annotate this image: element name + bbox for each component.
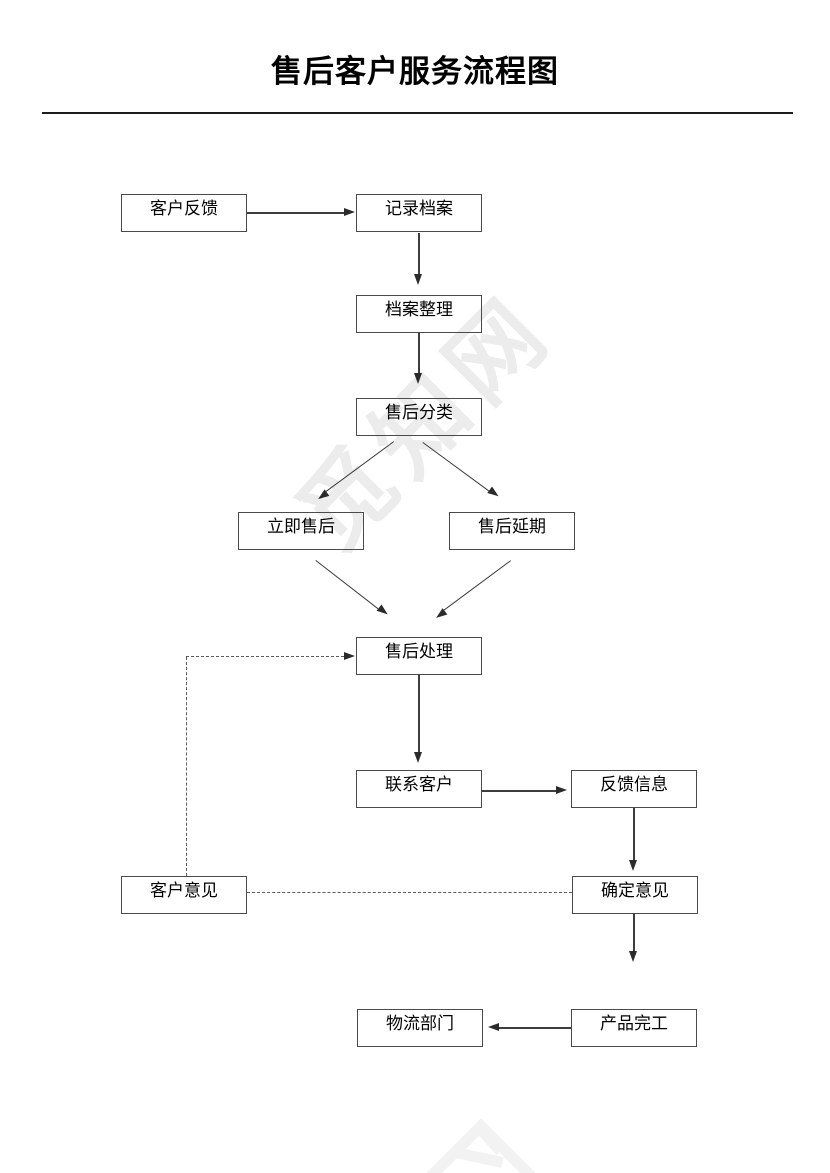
arrowhead: [344, 652, 355, 660]
flow-node-aftersales-deferral: 售后延期: [449, 512, 575, 550]
connector-immediate-to-processing: [315, 560, 390, 618]
arrowhead: [488, 1023, 499, 1031]
arrowhead: [414, 752, 422, 763]
flow-node-aftersales-classification: 售后分类: [356, 398, 482, 436]
dashed-connector-opinion-to-processing: [186, 656, 344, 657]
connector-confirm-down: [633, 913, 635, 951]
connector-processing-to-contact: [418, 675, 420, 752]
arrowhead: [344, 208, 355, 216]
connector-deferral-to-processing: [433, 560, 511, 621]
arrowhead: [556, 786, 567, 794]
page-title: 售后客户服务流程图: [271, 54, 559, 89]
flow-node-feedback-info: 反馈信息: [571, 770, 697, 808]
arrowhead: [629, 951, 637, 962]
flow-node-confirm-opinion: 确定意见: [572, 876, 698, 914]
connector-record-to-sorting: [418, 233, 420, 274]
dashed-connector-opinion-up: [186, 657, 187, 876]
connector-sorting-to-classification: [418, 333, 420, 373]
connector-contact-to-feedbackinfo: [482, 790, 556, 792]
connector-feedbackinfo-to-confirm: [633, 808, 635, 860]
dashed-connector-opinion-to-confirm: [247, 892, 572, 893]
flow-node-contact-customer: 联系客户: [356, 770, 482, 808]
flow-node-archive-sorting: 档案整理: [356, 295, 482, 333]
arrowhead: [376, 604, 390, 618]
arrowhead: [433, 607, 448, 621]
arrowhead: [414, 373, 422, 384]
flow-node-product-completion: 产品完工: [571, 1009, 697, 1047]
connector-feedback-to-record: [247, 212, 344, 214]
connector-completion-to-logistics: [499, 1027, 571, 1029]
flow-node-record-archive: 记录档案: [356, 194, 482, 232]
title-divider: [42, 112, 793, 115]
flow-node-aftersales-processing: 售后处理: [356, 637, 482, 675]
arrowhead: [487, 486, 501, 500]
arrowhead: [629, 860, 637, 871]
flow-node-customer-opinion: 客户意见: [121, 876, 247, 914]
flow-node-logistics-department: 物流部门: [357, 1009, 483, 1047]
arrowhead: [414, 274, 422, 285]
flow-node-customer-feedback: 客户反馈: [121, 194, 247, 232]
flow-node-immediate-aftersales: 立即售后: [238, 512, 364, 550]
